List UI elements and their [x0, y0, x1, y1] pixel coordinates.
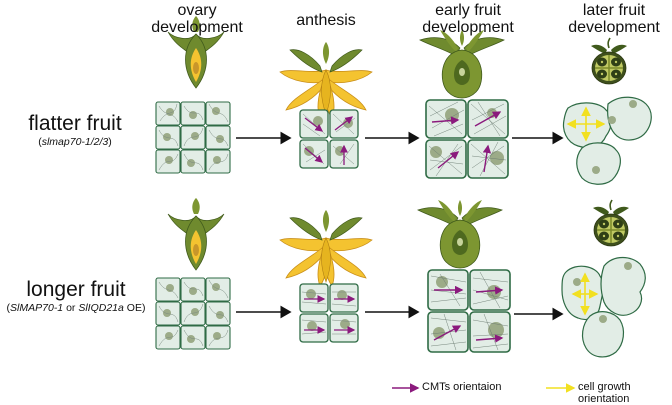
- row-label-sub: (slmap70-1/2/3): [0, 136, 150, 149]
- ripe-tomato-icon: [591, 38, 627, 84]
- row-label-main: longer fruit: [0, 278, 152, 302]
- later-fruit-cells: [564, 97, 652, 184]
- stage-title-early-fruit: early fruit development: [410, 2, 526, 36]
- row-label-longer: longer fruit (SlMAP70-1 or SlIQD21a OE): [0, 278, 152, 315]
- early-fruit-icon: [420, 30, 504, 98]
- stage-title-anthesis: anthesis: [286, 12, 366, 29]
- anthesis-flower-icon: [280, 42, 372, 118]
- legend-cmt-label: CMTs orientaion: [422, 381, 501, 393]
- ovary-bud-icon: [168, 198, 224, 270]
- flow-arrows-row2: [236, 312, 562, 314]
- anthesis-flower-icon: [280, 210, 372, 286]
- row-label-flatter: flatter fruit (slmap70-1/2/3): [0, 112, 150, 149]
- early-fruit-icon: [418, 200, 502, 268]
- stage-title-later-fruit: later fruit development: [556, 2, 672, 36]
- ripe-tomato-icon: [593, 200, 629, 246]
- later-fruit-cells: [562, 258, 645, 357]
- row-label-sub: (SlMAP70-1 or SlIQD21a OE): [0, 302, 152, 315]
- legend-growth-label: cell growth orientation: [578, 381, 672, 405]
- stage-title-ovary: ovary development: [146, 2, 248, 36]
- row-label-main: flatter fruit: [0, 112, 150, 136]
